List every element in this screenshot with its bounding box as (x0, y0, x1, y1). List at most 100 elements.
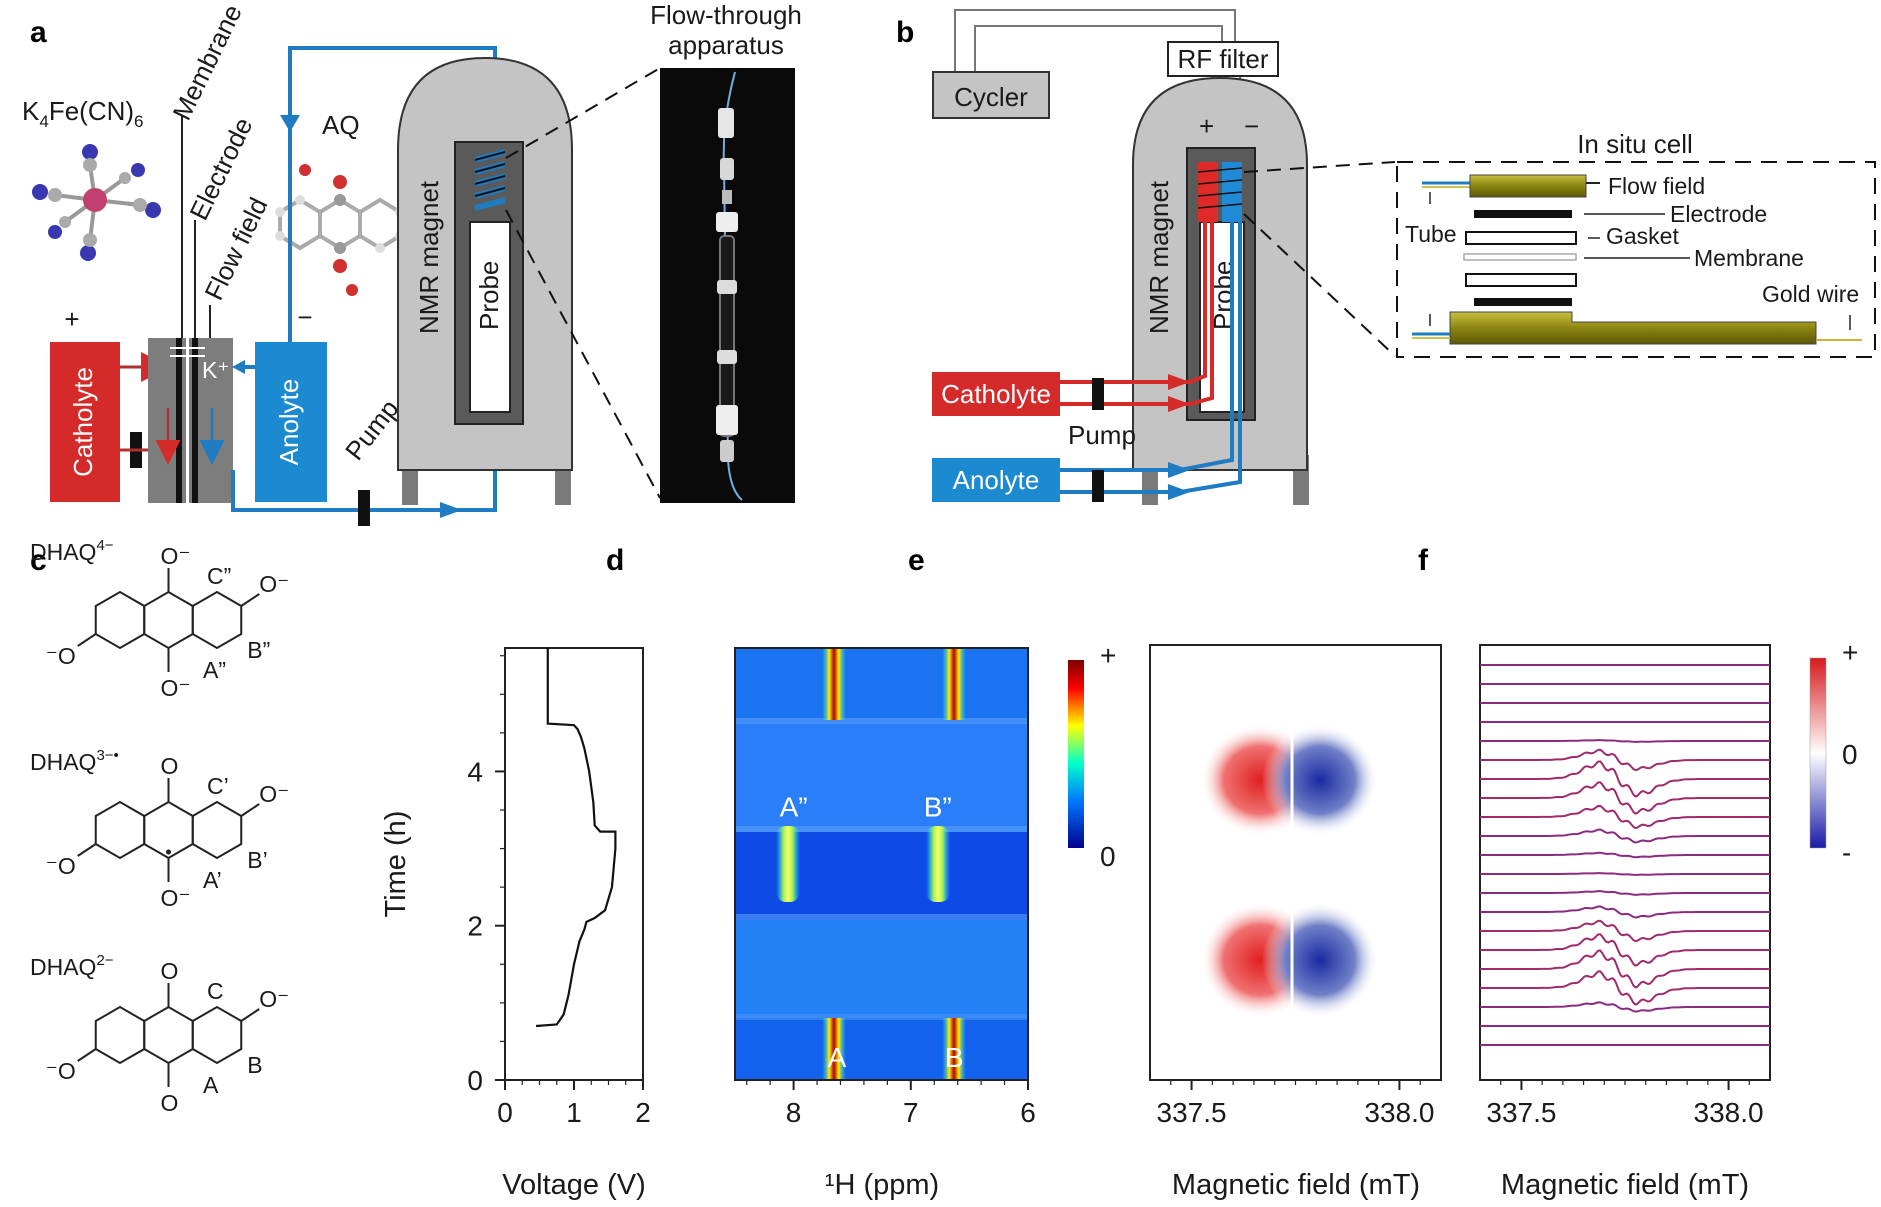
position-c-label: C” (207, 563, 231, 589)
anolyte-label: Anolyte (274, 379, 304, 466)
dhaq-species-label: DHAQ4− (30, 537, 114, 565)
catholyte-box-b (932, 372, 1060, 416)
panel-label-b: b (896, 16, 914, 49)
catholyte-tank (50, 342, 120, 502)
nmr-colorbar (1068, 660, 1084, 848)
field-axis-label-right: Magnetic field (mT) (1501, 1169, 1749, 1201)
cycler-label: Cycler (954, 82, 1028, 112)
panel-c: c DHAQ4−O⁻O⁻⁻OO⁻C”B”A”DHAQ3−•OO⁻⁻OO⁻C’B’… (30, 537, 289, 1116)
nmr-heatmap (734, 647, 1029, 1081)
anolyte-minus-sign: − (297, 302, 312, 332)
flow-through-apparatus-photo (660, 68, 795, 503)
position-c-label: C (207, 978, 224, 1004)
position-b-label: B (247, 1052, 262, 1078)
anthraquinone-rings-icon (77, 983, 260, 1087)
ppm-axis-label: ¹H (ppm) (825, 1169, 939, 1201)
panel-label-d: d (606, 544, 624, 577)
negative-terminal-sign: − (1244, 111, 1259, 141)
epr-trace (1480, 933, 1770, 967)
epr-trace (1480, 949, 1770, 989)
epr-trace (1480, 760, 1770, 798)
anolyte-pump-icon (358, 490, 370, 526)
membrane-label-b: Membrane (1694, 245, 1804, 271)
x-tick-label: 337.5 (1486, 1097, 1556, 1128)
catholyte-pump-icon-b (1092, 378, 1104, 410)
epr-trace (1480, 970, 1770, 1006)
ferrocyanide-formula: K4Fe(CN)6 (22, 96, 144, 131)
epr-trace (1480, 781, 1770, 815)
in-situ-cell-label: In situ cell (1577, 129, 1693, 159)
aq-molecule-icon (275, 164, 405, 296)
epr-trace (1480, 739, 1770, 743)
epr-trace (1480, 828, 1770, 844)
dhaq-structure: DHAQ3−•OO⁻⁻OO⁻C’B’A’ (30, 747, 289, 911)
nmr-magnet-label-b: NMR magnet (1144, 180, 1174, 334)
cycler-box (932, 71, 1050, 119)
voltage-trace (535, 648, 617, 1028)
epr-colorbar-max-label: + (1842, 637, 1858, 668)
panel-b: b Cycler RF filter + (896, 9, 1876, 505)
anolyte-tank (255, 342, 327, 502)
anolyte-box-b (932, 458, 1060, 502)
flow-cell-stack (148, 338, 233, 503)
apparatus-title-line2: apparatus (668, 30, 784, 60)
epr-colorbar-min-label: - (1842, 837, 1851, 868)
epr-traces-frame (1479, 644, 1771, 1081)
epr-trace (1480, 804, 1770, 830)
x-tick-label: 0 (497, 1097, 513, 1128)
peak-label: B” (924, 791, 952, 822)
position-a-label: A” (203, 657, 226, 683)
in-situ-cell-box (1396, 161, 1876, 358)
nmr-magnet-a (397, 56, 573, 505)
positive-terminal-sign: + (1199, 111, 1214, 141)
panel-label-e: e (908, 544, 925, 577)
oxygen-label: ⁻O (46, 853, 76, 879)
panel-a: a K4Fe(CN)6 + (22, 0, 802, 526)
oxygen-label: O (160, 1090, 178, 1116)
position-b-label: B’ (247, 847, 267, 873)
oxygen-label: O (160, 753, 178, 779)
aq-label: AQ (322, 110, 360, 140)
oxygen-label: O⁻ (160, 543, 190, 569)
x-tick-label: 6 (1020, 1097, 1036, 1128)
rf-filter-label: RF filter (1178, 44, 1269, 74)
nmr-colorbar-min-label: 0 (1100, 841, 1116, 872)
pump-label-a: Pump (339, 394, 404, 466)
epr-trace (1480, 748, 1770, 772)
epr-colorbar-mid-label: 0 (1842, 739, 1858, 770)
radical-dot-icon (165, 849, 171, 855)
field-axis-label-left: Magnetic field (mT) (1172, 1169, 1420, 1201)
oxygen-label: ⁻O (46, 643, 76, 669)
catholyte-label-b: Catholyte (941, 379, 1051, 409)
ferrocyanide-molecule-icon (32, 144, 161, 261)
nmr-colorbar-max-label: + (1100, 640, 1116, 671)
time-axis-label: Time (h) (380, 811, 412, 918)
nmr-magnet-b (1132, 76, 1309, 505)
rf-filter-box (1167, 41, 1279, 77)
probe-label-a: Probe (474, 261, 504, 330)
dhaq-species-label: DHAQ3−• (30, 747, 119, 775)
y-tick-label: 4 (467, 756, 483, 787)
in-situ-cell-exploded-view (1412, 174, 1862, 345)
y-tick-label: 0 (467, 1065, 483, 1096)
oxygen-label: O⁻ (160, 675, 190, 701)
anthraquinone-rings-icon (77, 778, 260, 882)
x-tick-label: 2 (635, 1097, 651, 1128)
probe-tubing (1060, 222, 1242, 494)
membrane-label: Membrane (166, 0, 247, 125)
position-a-label: A (203, 1072, 219, 1098)
peak-label: B (945, 1042, 964, 1073)
x-tick-label: 7 (903, 1097, 919, 1128)
anthraquinone-rings-icon (77, 568, 260, 672)
epr-trace (1480, 890, 1770, 896)
x-tick-label: 1 (566, 1097, 582, 1128)
position-c-label: C’ (207, 773, 229, 799)
gold-wire-label: Gold wire (1762, 281, 1859, 307)
epr-trace (1480, 905, 1770, 919)
dhaq-structure: DHAQ4−O⁻O⁻⁻OO⁻C”B”A” (30, 537, 289, 701)
tube-label: Tube (1405, 221, 1457, 247)
oxygen-label: O⁻ (160, 885, 190, 911)
